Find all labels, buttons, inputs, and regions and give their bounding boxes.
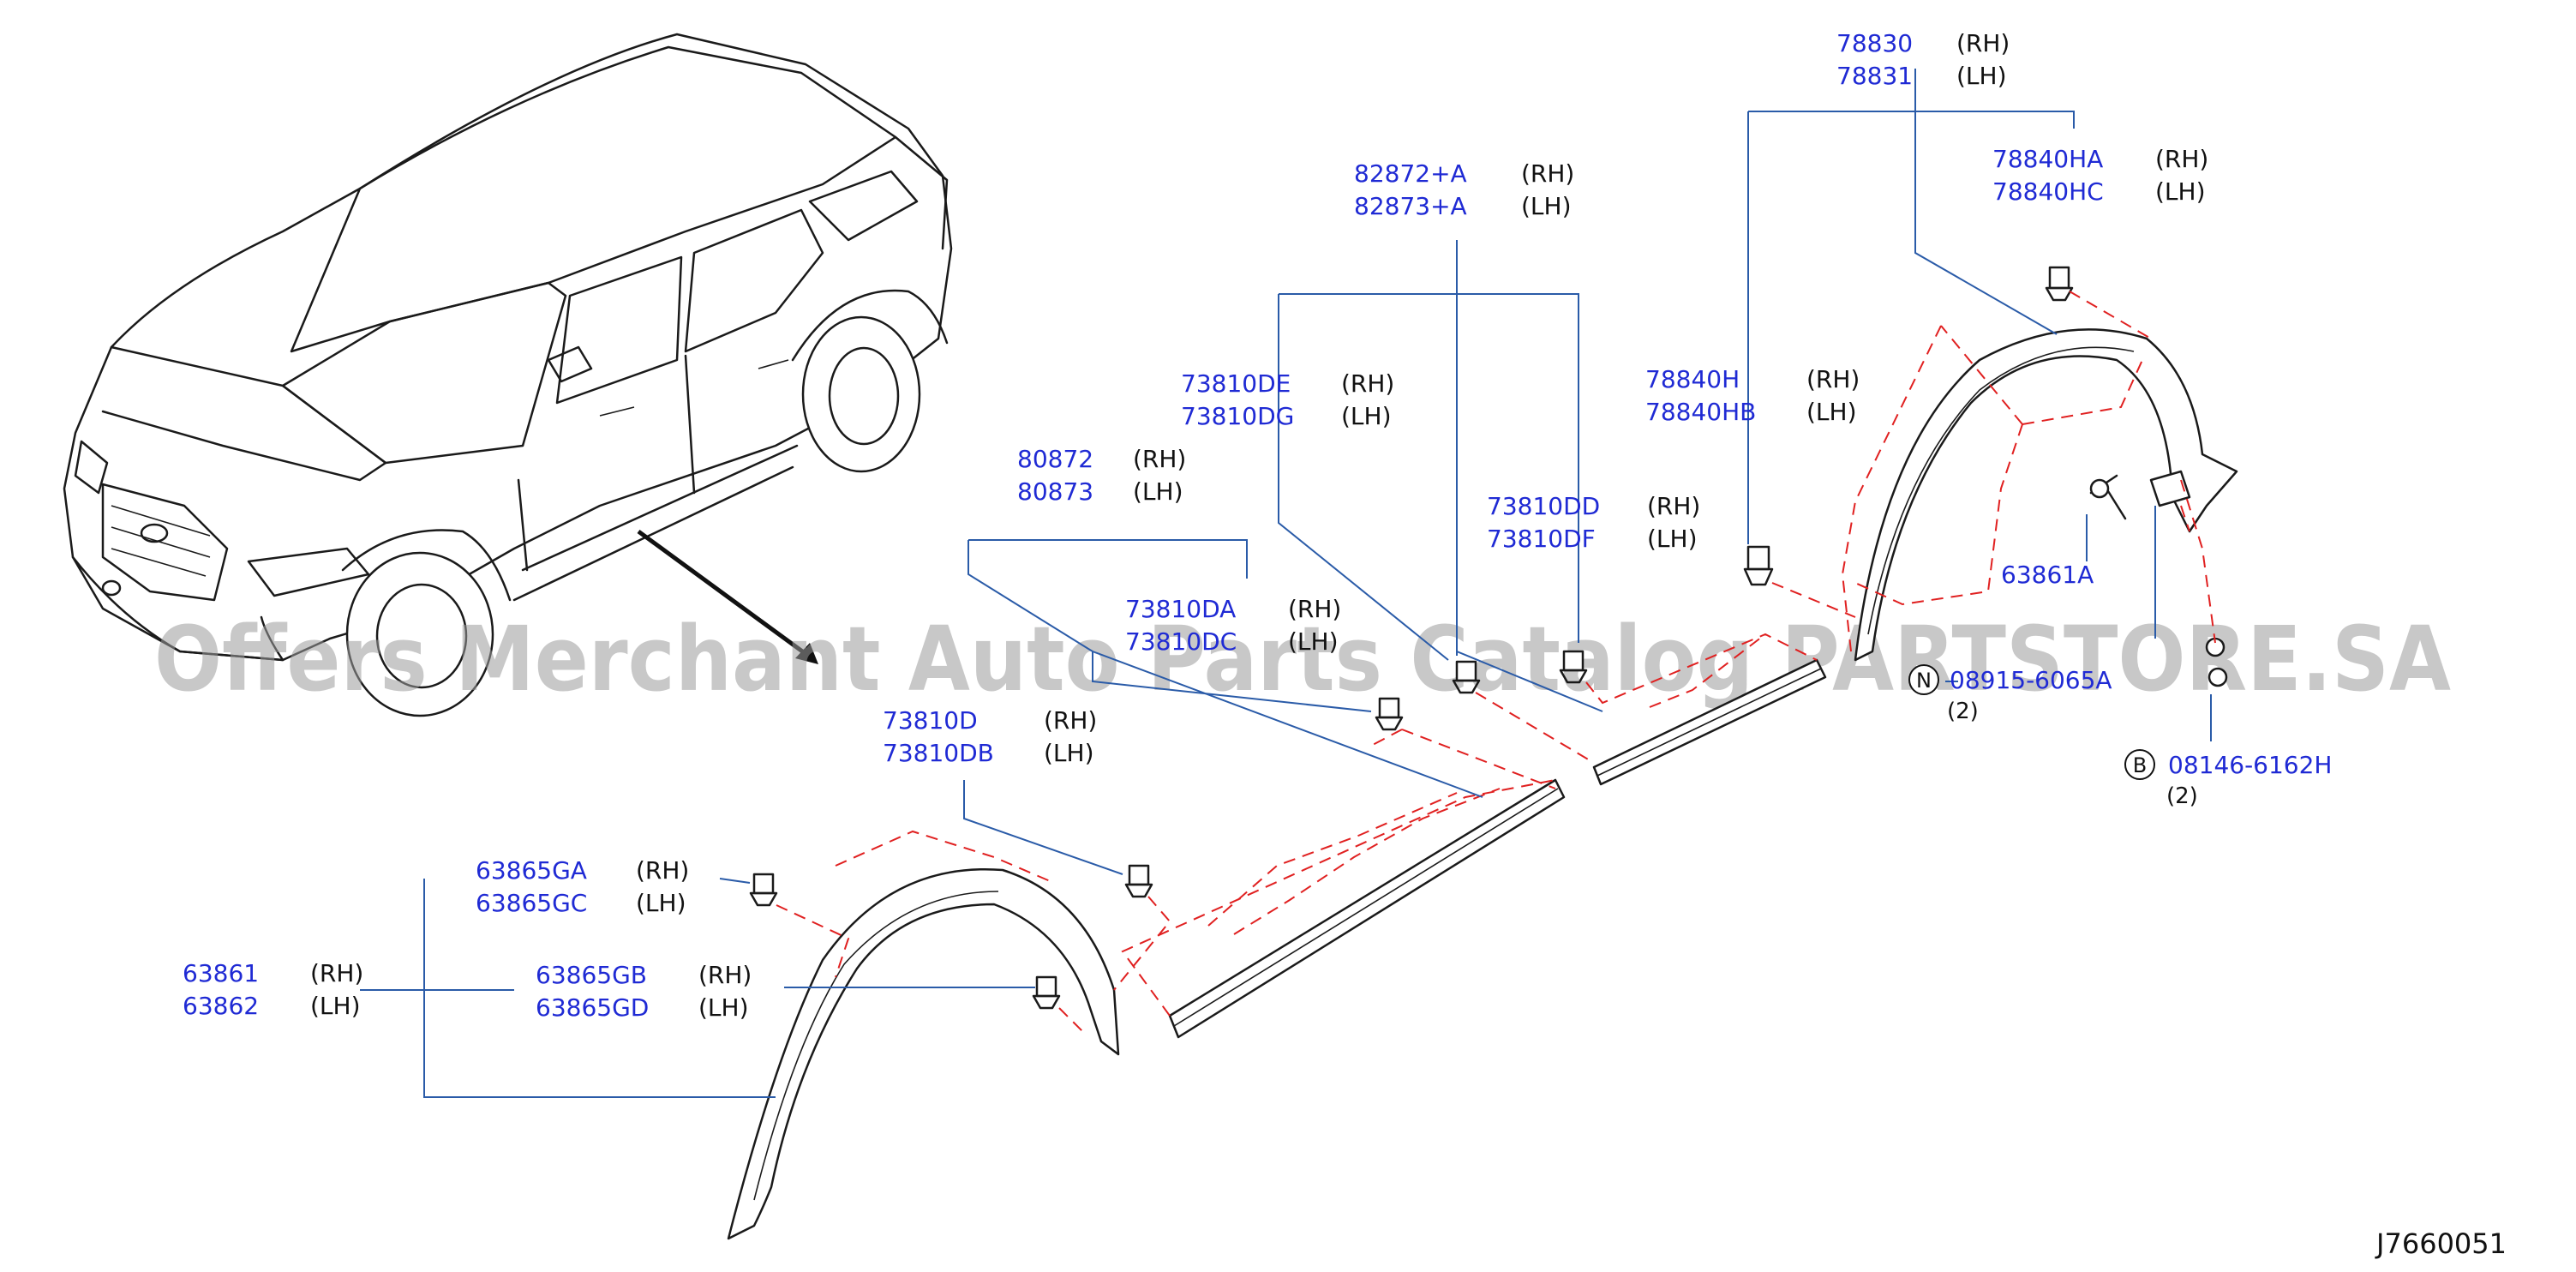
callout-63865GA[interactable]: 63865GA (RH) 63865GC (LH) (476, 856, 689, 917)
part-number-lh[interactable]: 73810DC (1125, 627, 1237, 656)
nut-plate (2149, 470, 2191, 507)
part-number-rh[interactable]: 73810DE (1181, 369, 1291, 398)
part-number-rh[interactable]: 73810DA (1125, 595, 1236, 623)
vehicle-illustration (63, 33, 953, 717)
side-tag-rh: (RH) (1133, 445, 1186, 473)
symbol-circle (2124, 749, 2155, 780)
part-number-rh[interactable]: 78840H (1645, 365, 1740, 393)
part-number-rh[interactable]: 80872 (1017, 445, 1093, 473)
clip-63865GA (749, 873, 778, 907)
callout-63861[interactable]: 63861 (RH) 63862 (LH) (183, 959, 363, 1020)
clip-78840H (1743, 545, 1774, 586)
diagram-code: J7660051 (2375, 1227, 2507, 1260)
part-number-lh[interactable]: 78840HB (1645, 398, 1756, 426)
part-number-lh[interactable]: 63865GD (536, 993, 649, 1022)
side-tag-rh: (RH) (1956, 29, 2010, 57)
part-number-rh[interactable]: 73810DD (1487, 492, 1600, 520)
part-number-rh[interactable]: 78840HA (1992, 145, 2103, 173)
watermark: Offers Merchant Auto Parts Catalog PARTS… (154, 607, 2451, 711)
part-number-lh[interactable]: 82873+A (1354, 192, 1467, 220)
callout-78840H[interactable]: 78840H (RH) 78840HB (LH) (1645, 365, 1860, 426)
part-number-lh[interactable]: 78831 (1836, 62, 1913, 90)
clip-78840HA (2045, 266, 2074, 302)
part-number-lh[interactable]: 73810DG (1181, 402, 1294, 430)
side-tag-rh: (RH) (1647, 492, 1700, 520)
side-tag-lh: (LH) (1806, 398, 1857, 426)
part-number-rh[interactable]: 78830 (1836, 29, 1913, 57)
clip-73810D (1124, 864, 1153, 898)
rear-wheel-arch-molding (1854, 328, 2238, 662)
symbol-letter: N (1916, 669, 1932, 693)
part-number-rh[interactable]: 73810D (883, 706, 978, 735)
callout-78830[interactable]: 78830 (RH) 78831 (LH) (1836, 29, 2010, 90)
callout-08146[interactable]: B 08146-6162H (2) (2124, 749, 2333, 809)
callout-73810DD[interactable]: 73810DD (RH) 73810DF (LH) (1487, 492, 1700, 553)
side-tag-rh: (RH) (1806, 365, 1860, 393)
callout-73810DE[interactable]: 73810DE (RH) 73810DG (LH) (1181, 369, 1394, 430)
front-wheel-arch-molding (727, 868, 1120, 1240)
quantity: (2) (1947, 699, 1979, 724)
side-tag-rh: (RH) (698, 961, 752, 989)
callout-78840HA[interactable]: 78840HA (RH) 78840HC (LH) (1992, 145, 2208, 206)
clip-73810DA (1375, 697, 1404, 731)
clip-73810DE (1452, 660, 1481, 694)
part-number-rh[interactable]: 63861 (183, 959, 259, 987)
side-tag-rh: (RH) (636, 856, 689, 885)
part-number-rh[interactable]: 82872+A (1354, 159, 1467, 188)
side-tag-lh: (LH) (1956, 62, 2007, 90)
pointer-arrow (637, 529, 816, 663)
side-tag-rh: (RH) (1288, 595, 1341, 623)
clip-73810DD (1559, 650, 1588, 684)
side-tag-rh: (RH) (1044, 706, 1097, 735)
screw-63861A (2089, 474, 2127, 520)
pointer-arrow-head (795, 643, 818, 664)
callout-80872[interactable]: 80872 (RH) 80873 (LH) (1017, 445, 1186, 506)
callout-73810D[interactable]: 73810D (RH) 73810DB (LH) (883, 706, 1097, 767)
part-number-lh[interactable]: 73810DF (1487, 525, 1596, 553)
symbol-circle (1908, 664, 1939, 695)
callout-63861A[interactable]: 63861A (2001, 561, 2094, 589)
side-tag-lh: (LH) (1521, 192, 1572, 220)
part-number-rh[interactable]: 63865GA (476, 856, 587, 885)
assembly-lines (776, 291, 2216, 1034)
side-tag-lh: (LH) (1288, 627, 1339, 656)
side-tag-lh: (LH) (1044, 739, 1094, 767)
part-number-rh[interactable]: 63865GB (536, 961, 647, 989)
side-tag-lh: (LH) (2155, 177, 2206, 206)
side-tag-lh: (LH) (310, 992, 361, 1020)
part-number-lh[interactable]: 78840HC (1992, 177, 2104, 206)
sill-molding (1168, 778, 1566, 1039)
part-number-lh[interactable]: 80873 (1017, 477, 1093, 506)
part-number-lh[interactable]: 63865GC (476, 889, 587, 917)
side-tag-rh: (RH) (1521, 159, 1574, 188)
part-number[interactable]: 63861A (2001, 561, 2094, 589)
callout-73810DA[interactable]: 73810DA (RH) 73810DC (LH) (1125, 595, 1341, 656)
callout-08915[interactable]: N 08915-6065A (2) (1908, 664, 2112, 724)
side-tag-lh: (LH) (636, 889, 686, 917)
part-number[interactable]: 08146-6162H (2168, 751, 2333, 779)
part-number-lh[interactable]: 63862 (183, 992, 259, 1020)
side-tag-lh: (LH) (1341, 402, 1392, 430)
side-tag-lh: (LH) (1647, 525, 1698, 553)
side-tag-rh: (RH) (310, 959, 363, 987)
side-tag-rh: (RH) (1341, 369, 1394, 398)
leader-lines (360, 69, 2212, 1098)
bolt-rear (2205, 637, 2228, 687)
side-tag-rh: (RH) (2155, 145, 2208, 173)
part-number-lh[interactable]: 73810DB (883, 739, 994, 767)
rear-molding-end (1592, 658, 1827, 786)
symbol-letter: B (2133, 753, 2147, 777)
part-number[interactable]: 08915-6065A (1950, 666, 2112, 694)
callout-63865GB[interactable]: 63865GB (RH) 63865GD (LH) (536, 961, 752, 1022)
quantity: (2) (2166, 783, 2198, 809)
callout-82872A[interactable]: 82872+A (RH) 82873+A (LH) (1354, 159, 1574, 220)
side-tag-lh: (LH) (698, 993, 749, 1022)
side-tag-lh: (LH) (1133, 477, 1183, 506)
clip-63865GB (1032, 975, 1061, 1010)
